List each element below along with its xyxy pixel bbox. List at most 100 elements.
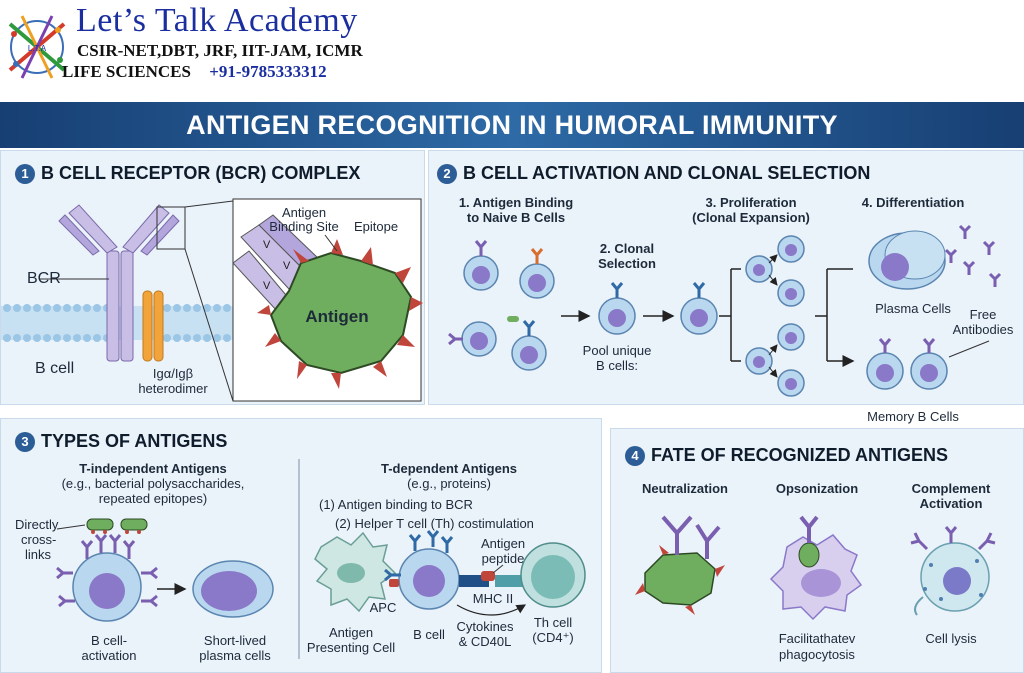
selected-b-cell-icon xyxy=(598,282,636,335)
neutralization-label: Neutralization xyxy=(642,481,728,496)
naive-b-cell-icon xyxy=(448,240,555,371)
bcell-label: B cell xyxy=(35,360,75,377)
clonal-selection-diagram xyxy=(448,224,1002,397)
complement-label-2: Activation xyxy=(919,496,983,511)
ti-title: T-independent Antigens xyxy=(79,461,227,476)
neutralizing-antibody-icon xyxy=(661,515,721,559)
binding-site-label-2: Binding Site xyxy=(269,219,339,234)
mhc-peptide-icon xyxy=(389,571,523,587)
short-lived-label: Short-lived xyxy=(203,633,267,648)
section-2-header: 2 B CELL ACTIVATION AND CLONAL SELECTION xyxy=(437,163,870,184)
thcell-label: Th cell xyxy=(533,615,573,630)
v-region-mark: V xyxy=(263,280,271,292)
section-1-header: 1 B CELL RECEPTOR (BCR) COMPLEX xyxy=(15,163,360,184)
igab-label-2: heterodimer xyxy=(138,381,208,396)
memory-cells-label: Memory B Cells xyxy=(867,409,959,424)
apc-full-label-2: Presenting Cell xyxy=(306,640,396,655)
step3-label-2: (Clonal Expansion) xyxy=(692,210,810,225)
ti-desc-2: repeated epitopes) xyxy=(98,491,208,506)
brand-title: Let’s Talk Academy xyxy=(76,2,358,39)
complement-label: Complement xyxy=(911,481,991,496)
antigen-types-diagram xyxy=(56,459,586,659)
antigen-fate-diagram xyxy=(635,515,996,621)
td-step-1: (1) Antigen binding to BCR xyxy=(319,497,473,512)
igab-label: Igα/Igβ xyxy=(152,366,194,381)
v-region-mark: V xyxy=(283,260,291,272)
panel-activation-clonal-selection: 2 B CELL ACTIVATION AND CLONAL SELECTION… xyxy=(428,150,1024,424)
mhc-label: MHC II xyxy=(472,591,514,606)
td-title: T-dependent Antigens xyxy=(380,461,518,476)
bcr-diagram: V V V xyxy=(1,198,423,402)
igab-heterodimer-icon xyxy=(142,290,164,362)
brand-phone[interactable]: +91-9785333312 xyxy=(209,62,327,81)
td-b-cell-icon xyxy=(384,530,460,610)
free-antibodies-label-2: Antibodies xyxy=(952,322,1014,337)
pool-label-2: B cells: xyxy=(596,358,638,373)
apc-label: APC xyxy=(369,600,397,615)
pool-label: Pool unique xyxy=(582,343,652,358)
antigen-blob-icon xyxy=(257,239,423,389)
thcell-label-2: (CD4⁺) xyxy=(532,630,574,645)
antigen-peptide-label-2: peptide xyxy=(481,551,525,566)
section-title: TYPES OF ANTIGENS xyxy=(41,431,228,451)
ti-desc: (e.g., bacterial polysaccharides, xyxy=(61,476,245,491)
section-4-header: 4 FATE OF RECOGNIZED ANTIGENS xyxy=(625,445,948,466)
lysing-cell-icon xyxy=(910,526,996,616)
th-cell-icon xyxy=(520,542,586,608)
cytokines-label: Cytokines xyxy=(456,619,514,634)
cross-link-label-3: links xyxy=(25,547,52,562)
bcell-activation-label: B cell- xyxy=(90,633,128,648)
cross-link-label-2: cross- xyxy=(21,532,57,547)
title-banner: ANTIGEN RECOGNITION IN HUMORAL IMMUNITY xyxy=(0,102,1024,148)
cross-link-label: Directly xyxy=(15,517,59,532)
cell-lysis-label: Cell lysis xyxy=(925,631,977,646)
epitope-label: Epitope xyxy=(353,219,399,234)
step4-label: 4. Differentiation xyxy=(861,195,965,210)
section-title: FATE OF RECOGNIZED ANTIGENS xyxy=(651,445,949,465)
brand-subtitle-2: LIFE SCIENCES +91-9785333312 xyxy=(62,62,327,82)
section-title: B CELL RECEPTOR (BCR) COMPLEX xyxy=(41,163,361,183)
ti-b-cell-icon xyxy=(56,534,158,622)
antigen-peptide-label: Antigen xyxy=(480,536,526,551)
section-number: 3 xyxy=(15,431,35,452)
bcell-activation-label-2: activation xyxy=(81,648,137,663)
expanding-b-cell-icon xyxy=(680,282,718,335)
plasma-cells-label: Plasma Cells xyxy=(875,301,951,316)
bcr-antibody-icon xyxy=(58,204,180,362)
header: L.T.A Let’s Talk Academy CSIR-NET,DBT, J… xyxy=(0,0,1024,100)
v-region-mark: V xyxy=(263,239,271,251)
phagocyte-icon xyxy=(769,515,863,621)
free-antibodies-label: Free xyxy=(969,307,997,322)
brand-field: LIFE SCIENCES xyxy=(62,62,191,81)
section-number: 1 xyxy=(15,163,35,184)
binding-site-icon xyxy=(232,214,320,312)
panel-fate-of-antigens: 4 FATE OF RECOGNIZED ANTIGENS Neutraliza… xyxy=(610,428,1024,673)
memory-b-cell-icon xyxy=(866,338,948,390)
antigen-label: Antigen xyxy=(305,307,369,326)
cytokines-label-2: & CD40L xyxy=(458,634,512,649)
free-antibody-icon xyxy=(944,224,1002,287)
apc-cell-icon xyxy=(314,531,397,613)
step1-label-2: to Naive B Cells xyxy=(466,210,566,225)
dna-molecule-logo-icon: L.T.A xyxy=(8,15,66,79)
section-title: B CELL ACTIVATION AND CLONAL SELECTION xyxy=(463,163,871,183)
td-step-2: (2) Helper T cell (Th) costimulation xyxy=(335,516,534,531)
step2-label-2: Selection xyxy=(598,256,656,271)
binding-site-label: Antigen xyxy=(281,205,327,220)
step3-label: 3. Proliferation xyxy=(705,195,797,210)
brand-subtitle: CSIR-NET,DBT, JRF, IIT-JAM, ICMR xyxy=(77,41,363,60)
panel-bcr-complex: 1 B CELL RECEPTOR (BCR) COMPLEX xyxy=(0,150,425,405)
page-title: ANTIGEN RECOGNITION IN HUMORAL IMMUNITY xyxy=(186,110,838,140)
bcell-label: B cell xyxy=(413,627,445,642)
apc-full-label: Antigen xyxy=(328,625,374,640)
step1-label: 1. Antigen Binding xyxy=(458,195,574,210)
short-lived-label-2: plasma cells xyxy=(199,648,271,663)
short-lived-plasma-cell-icon xyxy=(192,560,274,618)
plasma-cell-icon xyxy=(868,230,946,290)
phagocytosis-label-2: phagocytosis xyxy=(779,647,855,662)
panel-types-of-antigens: 3 TYPES OF ANTIGENS T-independent Antige… xyxy=(0,418,602,673)
logo-caption: L.T.A xyxy=(28,44,47,53)
section-number: 4 xyxy=(625,445,645,466)
polysaccharide-antigen-icon xyxy=(86,518,148,534)
bcr-label: BCR xyxy=(27,270,61,287)
